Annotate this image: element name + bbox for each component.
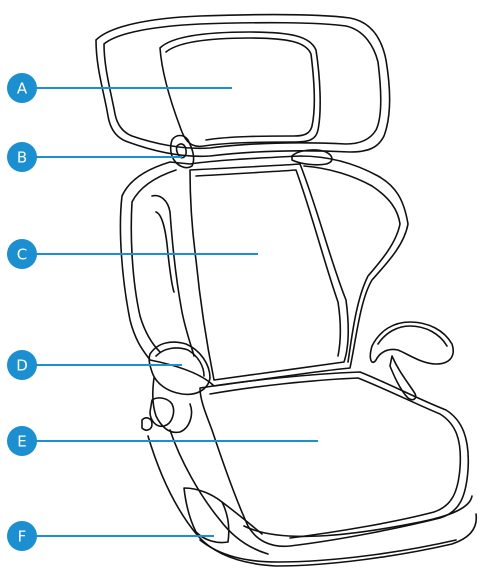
headrest-panel [160, 32, 320, 146]
callout-label-b: B [17, 149, 27, 167]
side-knob [142, 418, 152, 430]
headrest-outline [96, 15, 390, 157]
callout-badge-d: D [7, 350, 37, 380]
callout-label-c: C [17, 246, 27, 264]
callout-label-f: F [18, 528, 27, 546]
armrest-left-seam [156, 348, 204, 376]
seat-cushion-seam [210, 378, 460, 538]
car-seat-drawing [96, 15, 476, 566]
callout-label-a: A [17, 80, 28, 98]
side-wing-left [152, 196, 194, 356]
callout-badge-e: E [7, 426, 37, 456]
callout-label-e: E [17, 433, 26, 451]
callout-label-d: D [16, 357, 28, 375]
callout-badge-a: A [7, 73, 37, 103]
callout-badge-c: C [7, 239, 37, 269]
backrest-center-seam [196, 170, 340, 356]
seat-front-edge [244, 496, 472, 536]
callout-badge-f: F [7, 521, 37, 551]
headrest-seam [104, 23, 381, 149]
callout-lines [22, 88, 318, 536]
base-front-panel [184, 488, 229, 543]
callout-badge-b: B [7, 142, 37, 172]
armrest-right [370, 322, 453, 364]
backrest-center-panel [190, 164, 348, 380]
